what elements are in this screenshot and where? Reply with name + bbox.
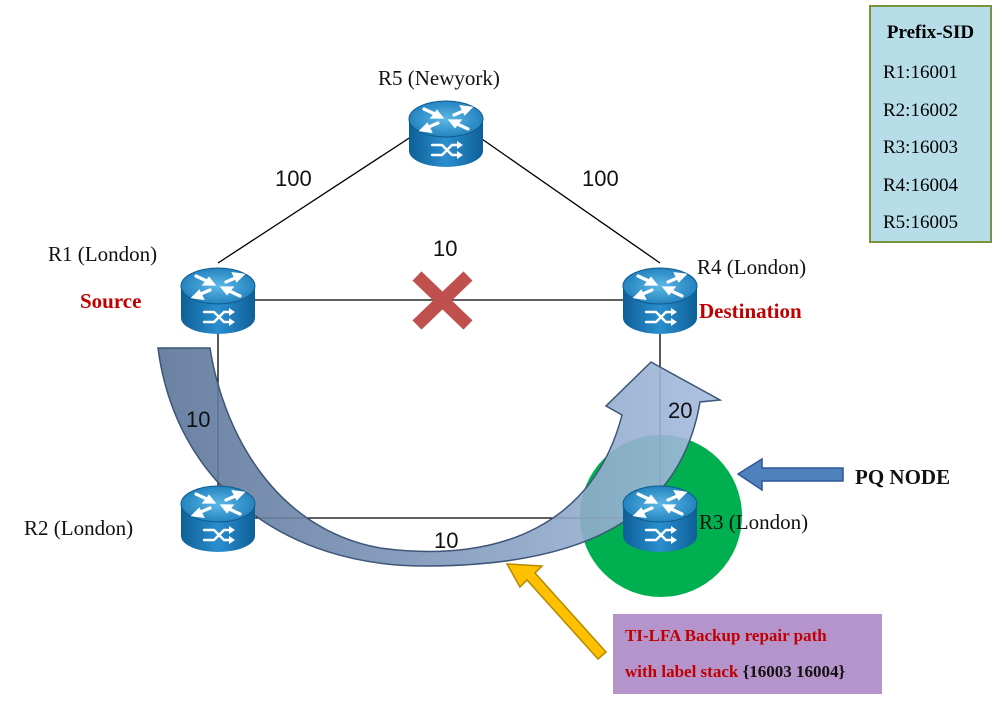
backup-path-arrow bbox=[505, 563, 608, 661]
router-r5-label: R5 (Newyork) bbox=[378, 66, 500, 90]
weight-r5-r4: 100 bbox=[582, 166, 619, 191]
backup-path-line2: with label stack {16003 16004} bbox=[625, 662, 845, 682]
prefix-sid-entry: R5:16005 bbox=[883, 212, 958, 233]
router-r2-icon bbox=[179, 484, 257, 554]
source-label: Source bbox=[80, 289, 142, 313]
router-r3-icon bbox=[621, 484, 699, 554]
router-r4-icon bbox=[621, 266, 699, 336]
weight-r3-r4: 20 bbox=[668, 398, 693, 423]
repair-path-arrow bbox=[157, 347, 723, 567]
router-r1-label: R1 (London) bbox=[48, 242, 158, 266]
prefix-sid-table: Prefix-SID R1:16001 R2:16002 R3:16003 R4… bbox=[869, 5, 992, 243]
link-r1-r5 bbox=[217, 113, 447, 264]
prefix-sid-entry: R2:16002 bbox=[883, 100, 958, 121]
weight-r2-r3: 10 bbox=[434, 528, 459, 553]
pq-node-arrow bbox=[736, 457, 844, 492]
x-mark-icon bbox=[412, 271, 473, 330]
router-r2-label: R2 (London) bbox=[24, 516, 134, 540]
pq-node-label: PQ NODE bbox=[855, 465, 951, 489]
weight-r1-r2: 10 bbox=[186, 407, 211, 432]
prefix-sid-entry: R1:16001 bbox=[883, 62, 958, 83]
router-r4-label: R4 (London) bbox=[697, 255, 807, 279]
label-stack-value: {16003 16004} bbox=[742, 662, 846, 681]
backup-path-note: TI-LFA Backup repair path with label sta… bbox=[613, 614, 882, 694]
prefix-sid-entry: R3:16003 bbox=[883, 137, 958, 158]
backup-path-line2-text: with label stack bbox=[625, 662, 739, 681]
router-r5-icon bbox=[407, 99, 485, 169]
prefix-sid-title: Prefix-SID bbox=[886, 22, 975, 43]
router-r1-icon bbox=[179, 266, 257, 336]
router-r3-label: R3 (London) bbox=[699, 510, 809, 534]
prefix-sid-entry: R4:16004 bbox=[883, 175, 958, 196]
destination-label: Destination bbox=[699, 299, 802, 323]
weight-r1-r5: 100 bbox=[275, 166, 312, 191]
weight-r1-r4: 10 bbox=[433, 236, 458, 261]
backup-path-line1: TI-LFA Backup repair path bbox=[625, 626, 827, 645]
